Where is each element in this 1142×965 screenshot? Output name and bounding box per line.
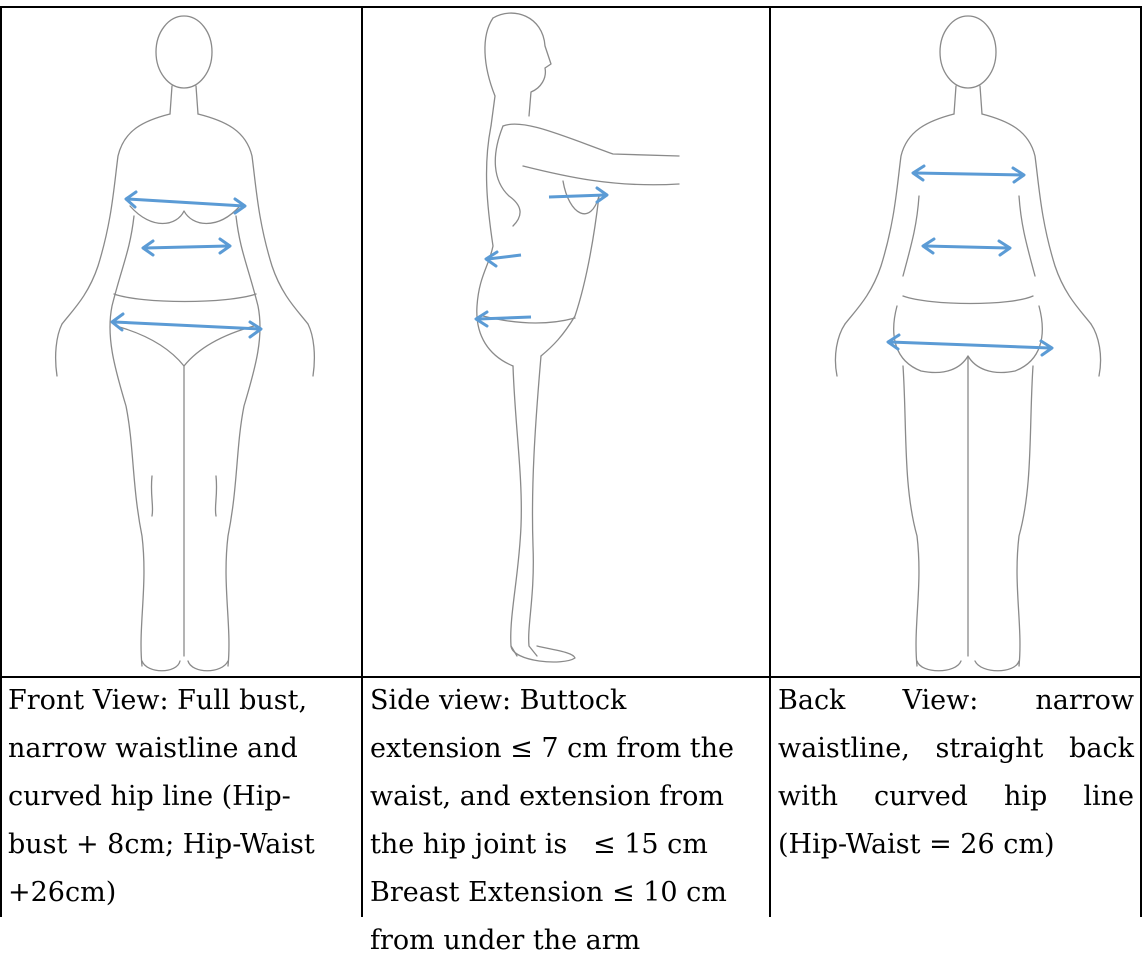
figure-table: Front View: Full bust, narrow waistline …: [0, 0, 1142, 917]
bust-arrow: [126, 192, 245, 213]
caption-line: with curved hip line: [778, 773, 1134, 821]
caption-line: +26cm): [8, 869, 358, 917]
caption-line: the hip joint is ≤ 15 cm: [370, 821, 766, 869]
caption-line: waist, and extension from: [370, 773, 766, 821]
back-view-figure: [771, 6, 1140, 676]
back-view-caption: Back View: narrow waistline, straight ba…: [778, 677, 1134, 869]
breast-arrow: [549, 188, 607, 202]
caption-line: Breast Extension ≤ 10 cm: [370, 869, 766, 917]
caption-line: Back View: narrow: [778, 677, 1134, 725]
hip-arrow: [112, 314, 261, 337]
caption-line: narrow waistline and: [8, 725, 358, 773]
caption-line: (Hip-Waist = 26 cm): [778, 821, 1134, 869]
front-view-figure: [2, 6, 361, 676]
buttock-arrow: [476, 312, 531, 326]
caption-line: waistline, straight back: [778, 725, 1134, 773]
back-hip-arrow: [888, 335, 1052, 355]
caption-line: bust + 8cm; Hip-Waist: [8, 821, 358, 869]
upper-back-arrow: [913, 166, 1024, 182]
caption-line: Side view: Buttock: [370, 677, 766, 725]
back-waist-arrow: [923, 239, 1010, 255]
caption-line: extension ≤ 7 cm from the: [370, 725, 766, 773]
side-view-figure: [363, 6, 769, 676]
caption-line: Front View: Full bust,: [8, 677, 358, 725]
front-view-caption: Front View: Full bust, narrow waistline …: [8, 677, 358, 917]
waist-arrow: [143, 239, 230, 255]
caption-line: curved hip line (Hip-: [8, 773, 358, 821]
caption-line: from under the arm: [370, 917, 766, 965]
waist-back-arrow: [486, 252, 521, 266]
side-view-caption: Side view: Buttock extension ≤ 7 cm from…: [370, 677, 766, 965]
